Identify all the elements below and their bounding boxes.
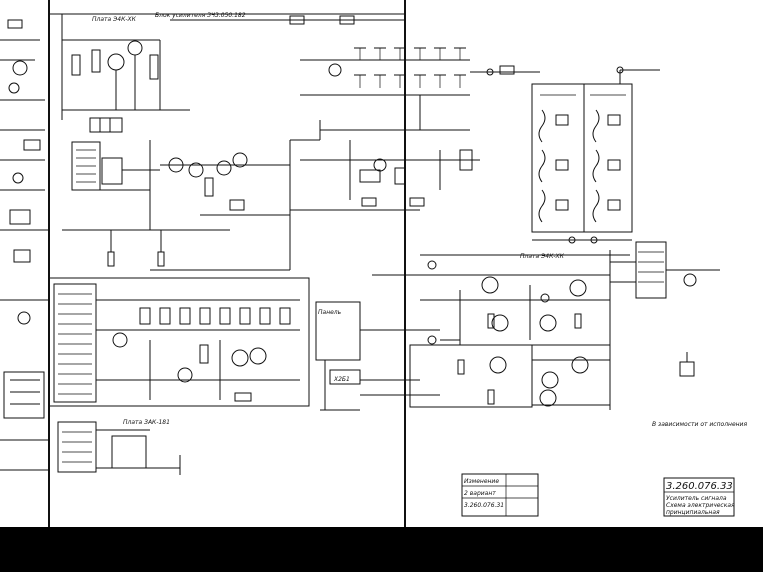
far-left-circuit bbox=[0, 19, 48, 471]
connector-label: Х2Б1 bbox=[333, 376, 350, 383]
left-page-frame bbox=[48, 0, 406, 527]
right-connector-strip bbox=[610, 241, 720, 377]
top-amplifier-block bbox=[61, 14, 405, 133]
switch-area-mid bbox=[290, 140, 480, 211]
connector-column-mid bbox=[315, 301, 440, 411]
top-block-title: Плата Э4К-ХК bbox=[92, 16, 137, 23]
revision-box-1: Изменение bbox=[464, 478, 499, 485]
transistor-cluster-center bbox=[107, 120, 321, 271]
bottom-left-block bbox=[57, 421, 181, 475]
ic-block-left bbox=[62, 140, 230, 231]
right-board-upper bbox=[372, 250, 630, 346]
revision-box-2: 2 вариант bbox=[464, 490, 496, 497]
top-block-ref: Блок усилителя ЗЧ bbox=[155, 12, 215, 19]
title-block-line2: Схема электрическая bbox=[666, 502, 735, 509]
title-block bbox=[461, 473, 735, 517]
bottom-left-ref: Плата ЗАК-181 bbox=[123, 419, 170, 426]
panel-tag: Панель bbox=[318, 309, 342, 316]
lower-boxed-block bbox=[48, 277, 310, 407]
mid-block-ref: Плата Э4К-ХК bbox=[520, 253, 565, 260]
title-block-line3: принципиальная bbox=[666, 509, 720, 516]
scan-bottom-band bbox=[0, 527, 763, 572]
right-board-lower bbox=[409, 335, 611, 410]
top-block-code: 3.050.182 bbox=[215, 12, 246, 19]
right-note: В зависимости от исполнения bbox=[652, 421, 747, 428]
doc-number: 3.260.076.33 bbox=[666, 481, 733, 492]
title-block-line1: Усилитель сигнала bbox=[666, 495, 727, 502]
revision-box-3: 3.260.076.31 bbox=[464, 502, 504, 509]
right-module-boards bbox=[531, 66, 660, 244]
filter-array-top bbox=[300, 47, 540, 131]
